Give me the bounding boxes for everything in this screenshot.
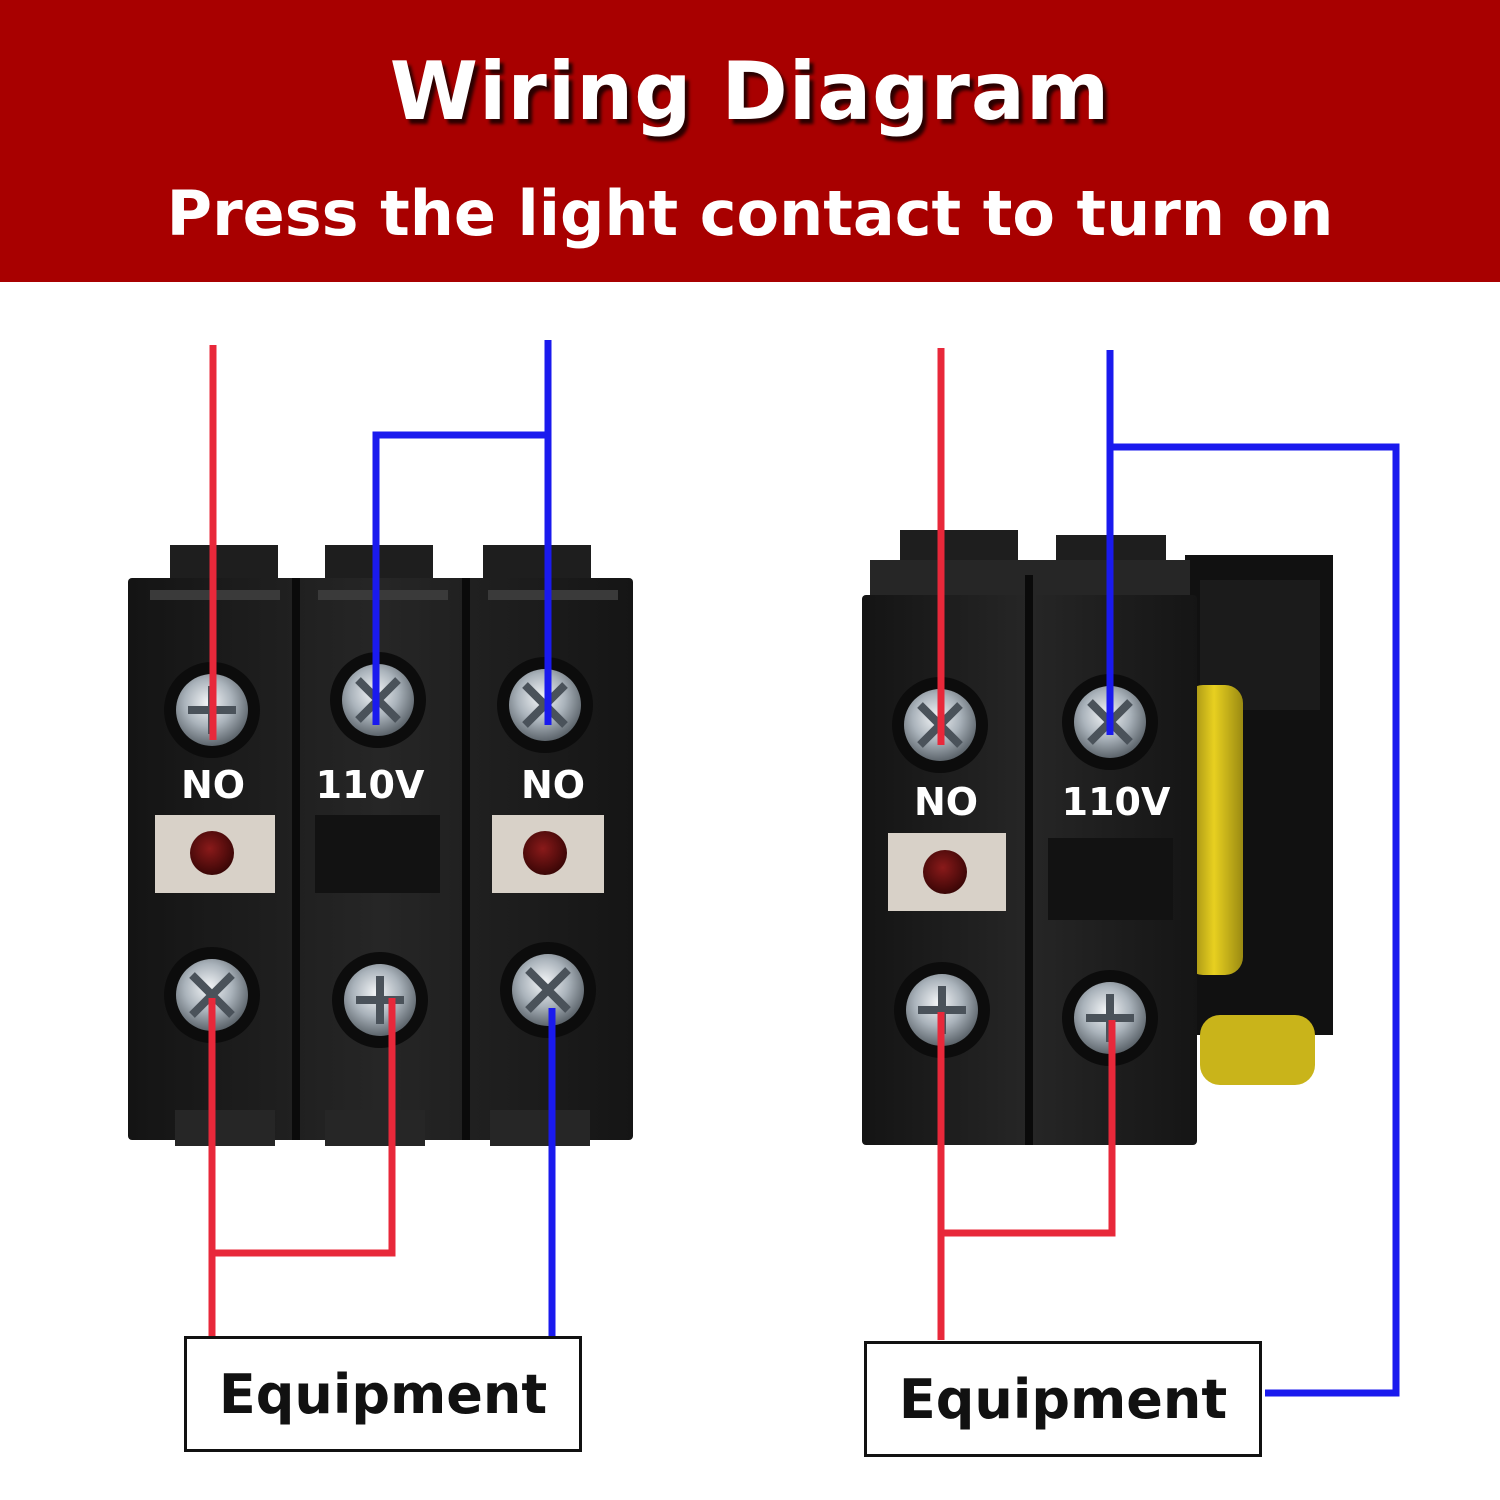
empty-window bbox=[315, 815, 440, 893]
screw-icon bbox=[894, 962, 990, 1058]
lamp-ring bbox=[1185, 685, 1243, 975]
screw-icon bbox=[1062, 970, 1158, 1066]
equipment-label: Equipment bbox=[898, 1367, 1228, 1431]
terminal-label-110v: 110V bbox=[1062, 780, 1171, 824]
left-wires bbox=[208, 340, 556, 1338]
blue-wire bbox=[1106, 350, 1400, 1397]
module-divider bbox=[1025, 575, 1033, 1145]
module-divider bbox=[292, 578, 300, 1140]
equipment-box-left: Equipment bbox=[184, 1336, 582, 1452]
indicator-dot bbox=[523, 831, 567, 875]
equipment-box-right: Equipment bbox=[864, 1341, 1262, 1457]
right-wires bbox=[937, 348, 1400, 1397]
right-switch-assembly: NO 110V bbox=[862, 530, 1333, 1145]
red-wire bbox=[937, 1012, 1116, 1340]
left-switch-assembly: NO 110V NO bbox=[128, 545, 633, 1146]
empty-window bbox=[1048, 838, 1173, 920]
screw-icon bbox=[500, 942, 596, 1038]
red-wire bbox=[208, 998, 396, 1338]
terminal-label-no: NO bbox=[181, 763, 245, 807]
terminal-label-no: NO bbox=[521, 763, 585, 807]
header-banner: Wiring Diagram Press the light contact t… bbox=[0, 0, 1500, 282]
page-subtitle: Press the light contact to turn on bbox=[166, 177, 1334, 250]
equipment-label: Equipment bbox=[218, 1362, 548, 1426]
indicator-dot bbox=[923, 850, 967, 894]
terminal-label-110v: 110V bbox=[316, 763, 425, 807]
terminal-label-no: NO bbox=[914, 780, 978, 824]
page-title: Wiring Diagram bbox=[389, 45, 1111, 138]
blue-wire bbox=[372, 340, 552, 725]
screw-icon bbox=[164, 947, 260, 1043]
indicator-dot bbox=[190, 831, 234, 875]
module-divider bbox=[462, 578, 470, 1140]
screw-icon bbox=[332, 952, 428, 1048]
